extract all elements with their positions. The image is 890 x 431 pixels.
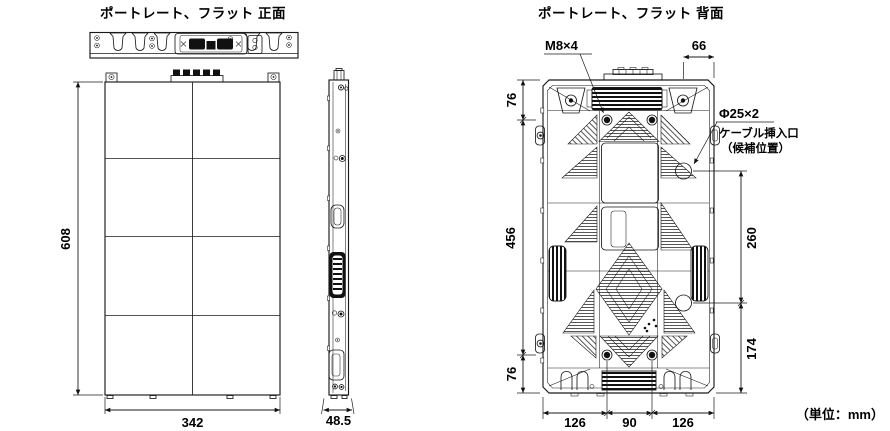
- back-bottom-vent: [601, 370, 657, 391]
- back-dim-left: 76 456 76: [503, 79, 540, 394]
- front-face: [104, 69, 281, 399]
- back-dim-bottom-center-label: 90: [622, 415, 636, 430]
- back-dim-right-lower-label: 174: [744, 337, 759, 359]
- side-dim-depth-label: 48.5: [326, 413, 351, 428]
- front-view: ポートレート、フラット 正面: [58, 5, 299, 430]
- back-dim-bottom-left-label: 126: [564, 415, 586, 430]
- back-dim-right: 260 174: [693, 170, 759, 394]
- front-dim-width: 342: [104, 397, 281, 430]
- strip-connector: [174, 33, 248, 55]
- back-top-brackets: [556, 87, 698, 114]
- back-outline: [542, 79, 715, 394]
- back-view: ポートレート、フラット 背面: [503, 5, 799, 430]
- front-dim-height: 608: [58, 81, 103, 396]
- front-title: ポートレート、フラット 正面: [100, 5, 286, 21]
- cable-hole-upper: [675, 162, 692, 180]
- back-side-tabs: [535, 107, 720, 364]
- side-foot: [341, 395, 348, 399]
- back-title: ポートレート、フラット 背面: [538, 5, 724, 21]
- back-left-vent: [548, 245, 567, 302]
- front-top-hooks: [105, 72, 280, 83]
- side-slots: [328, 204, 345, 381]
- side-foot: [330, 395, 338, 399]
- front-feet: [106, 395, 277, 399]
- side-profile: [327, 68, 350, 399]
- back-dim-top-right-label: 66: [692, 38, 706, 53]
- front-top-connector: [170, 69, 224, 83]
- m8-label: M8×4: [545, 38, 579, 53]
- front-dim-width-label: 342: [182, 415, 204, 430]
- cable-note-label: （候補位置）: [721, 141, 790, 155]
- front-dim-height-label: 608: [58, 228, 73, 250]
- cable-dia-label: Φ25×2: [719, 106, 759, 121]
- back-top-heatsink: [586, 87, 668, 111]
- m8-holes: [601, 114, 658, 361]
- cable-hole-lower: [675, 294, 692, 312]
- back-body: [535, 67, 720, 397]
- back-dim-left-mid-label: 456: [503, 227, 518, 249]
- back-heatsink-pattern: [561, 111, 697, 368]
- cable-annotation: Φ25×2 ケーブル挿入口 （候補位置）: [693, 106, 799, 165]
- back-right-vent: [690, 245, 709, 302]
- side-dim-depth: 48.5: [321, 398, 355, 428]
- back-dim-left-bottom-label: 76: [504, 367, 519, 381]
- front-top-section: [89, 31, 299, 59]
- m8-annotation: M8×4: [544, 38, 604, 114]
- strip-bracket-right: [247, 35, 263, 54]
- back-dim-bottom: 126 90 126: [542, 361, 715, 430]
- side-view: 48.5: [321, 68, 355, 428]
- dot-cluster: [643, 318, 658, 333]
- back-dim-left-top-label: 76: [504, 93, 519, 107]
- back-center-plates: [601, 142, 659, 251]
- side-screws: [332, 84, 349, 390]
- side-edge-nubs: [327, 95, 330, 351]
- back-dim-right-upper-label: 260: [744, 227, 759, 249]
- front-grid: [105, 82, 280, 395]
- unit-note: （単位：mm）: [796, 407, 884, 422]
- back-dim-bottom-right-label: 126: [672, 415, 694, 430]
- back-bottom-feet: [560, 371, 694, 397]
- side-vent-grille: [329, 252, 346, 298]
- cable-port-label: ケーブル挿入口: [719, 126, 799, 140]
- back-dim-top-right: 66: [683, 38, 715, 79]
- back-top-connector: [603, 67, 663, 81]
